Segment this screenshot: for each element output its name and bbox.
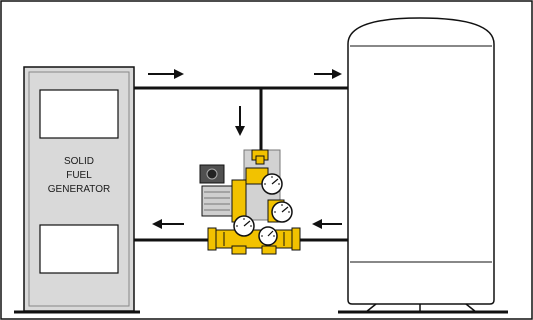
pressure-gauge-middle (271, 201, 293, 223)
pump-motor-dial (206, 168, 218, 180)
flow-arrow-top-right (314, 69, 342, 79)
generator-lower-panel (39, 224, 119, 274)
flow-arrow-bottom-left (152, 219, 184, 229)
tank-leg-right (465, 303, 477, 313)
flow-arrow-down (235, 106, 245, 136)
tank-leg-left (365, 303, 377, 313)
storage-tank (347, 17, 495, 313)
pump-motor-body (201, 185, 233, 217)
pump-flange-left (207, 227, 217, 251)
generator-label-line-3: GENERATOR (48, 184, 110, 195)
pressure-gauge-top (261, 173, 283, 195)
generator-label-line-1: SOLID (64, 156, 94, 167)
generator-upper-panel (39, 89, 119, 139)
generator-inner-frame (28, 71, 130, 307)
pump-station (199, 149, 301, 255)
generator-label-line-2: FUEL (66, 170, 92, 181)
pressure-gauge-bottom-right (258, 226, 278, 246)
flow-arrow-bottom-right (312, 219, 342, 229)
flow-arrow-top-left (148, 69, 184, 79)
pump-bottom-pipe (213, 229, 295, 249)
tank-body (347, 17, 495, 305)
solid-fuel-generator: SOLID FUEL GENERATOR (23, 66, 135, 312)
pump-flange-right (291, 227, 301, 251)
pipework (131, 86, 350, 242)
pressure-gauge-bottom-left (233, 215, 255, 237)
